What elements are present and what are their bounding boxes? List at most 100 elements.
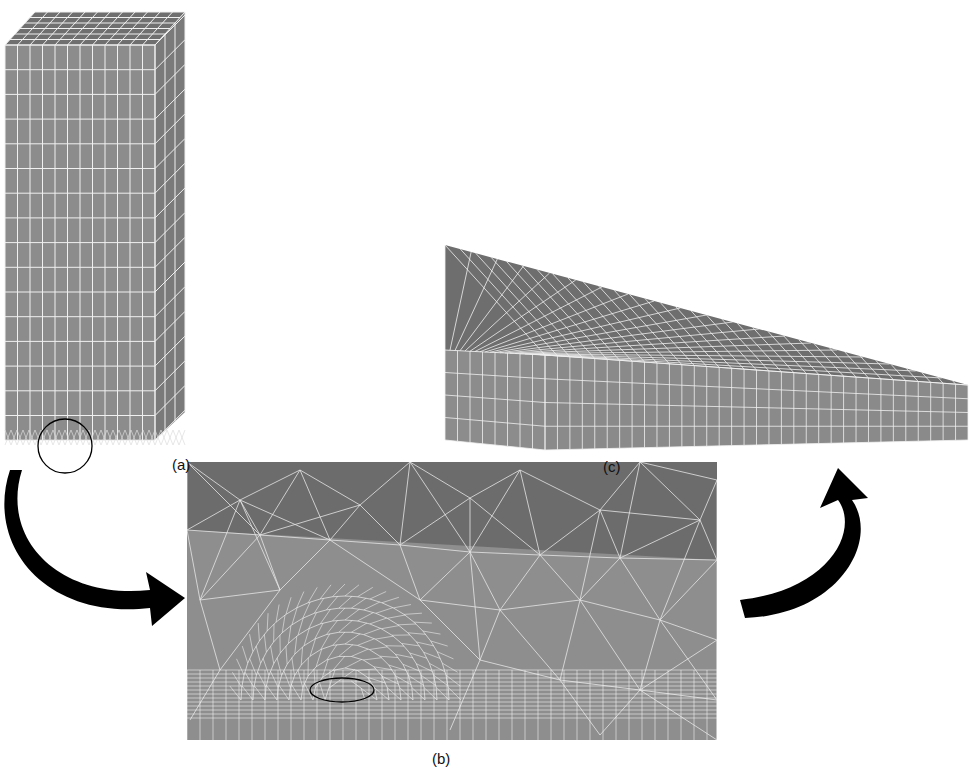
mesh-line xyxy=(200,500,240,600)
mesh-line xyxy=(568,278,644,362)
mesh-line xyxy=(351,623,367,632)
mesh-line xyxy=(278,675,281,687)
mesh-line xyxy=(274,633,283,642)
mesh-line xyxy=(410,462,470,552)
mesh-line xyxy=(375,636,393,639)
detail-ellipse xyxy=(310,678,374,702)
mesh-line xyxy=(187,674,717,675)
mesh-line xyxy=(520,350,837,354)
mesh-line xyxy=(187,530,200,600)
mesh-line xyxy=(155,336,185,366)
mesh-line xyxy=(583,282,657,363)
detail-circle xyxy=(38,419,92,473)
mesh-line xyxy=(421,670,422,740)
curved-arrow xyxy=(740,468,868,618)
mesh-line xyxy=(640,690,717,700)
mesh-line xyxy=(922,373,931,383)
mesh-line xyxy=(300,470,330,540)
mesh-line xyxy=(669,364,670,447)
mesh-line xyxy=(339,680,351,681)
mesh-line xyxy=(445,350,545,355)
mesh-line xyxy=(404,614,414,622)
mesh-line xyxy=(270,671,278,687)
mesh-line xyxy=(375,639,386,646)
mesh-line xyxy=(364,628,381,634)
mesh-line xyxy=(125,430,131,445)
mesh-line xyxy=(11,430,17,445)
mesh-line xyxy=(244,663,248,675)
mesh-line xyxy=(381,629,392,636)
mesh-line xyxy=(380,656,389,665)
mesh-line xyxy=(395,670,396,740)
mesh-line xyxy=(363,658,381,660)
mesh-line xyxy=(369,670,370,740)
mesh-line xyxy=(520,470,600,510)
mesh-line xyxy=(358,587,373,596)
mesh-line xyxy=(167,430,173,445)
mesh-line xyxy=(594,359,595,449)
mesh-line xyxy=(260,470,300,535)
mesh-line xyxy=(473,670,474,740)
mesh-line xyxy=(530,354,890,364)
mesh-line xyxy=(155,311,185,341)
mesh-line xyxy=(393,605,411,608)
mesh-line xyxy=(242,646,247,663)
mesh-line xyxy=(660,560,717,620)
mesh-line xyxy=(300,470,360,505)
mesh-line xyxy=(400,545,470,552)
mesh-line xyxy=(167,430,173,445)
mesh-line xyxy=(258,623,259,641)
mesh-line xyxy=(345,609,359,620)
mesh-line xyxy=(330,540,400,545)
mesh-line xyxy=(450,252,471,350)
mesh-line xyxy=(155,410,185,440)
mesh-line xyxy=(155,163,185,193)
mesh-line xyxy=(35,12,185,13)
mesh-line xyxy=(187,710,717,711)
mesh-line xyxy=(632,361,633,448)
mesh-line xyxy=(30,17,180,18)
mesh-line xyxy=(880,379,881,442)
mesh-line xyxy=(5,193,155,194)
mesh-line xyxy=(470,552,540,555)
mesh-line xyxy=(408,670,409,740)
mesh-line xyxy=(20,28,170,29)
mesh-line xyxy=(603,670,604,740)
mesh-line xyxy=(226,670,227,740)
mesh-line xyxy=(630,294,695,365)
mesh-line xyxy=(369,650,380,657)
mesh-line xyxy=(445,373,545,379)
mesh-line xyxy=(155,361,185,391)
mesh-line xyxy=(845,352,869,378)
mesh-line xyxy=(640,462,717,480)
mesh-line xyxy=(645,299,707,367)
mesh-line xyxy=(351,656,363,660)
mesh-line xyxy=(190,670,220,720)
mesh-line xyxy=(320,585,331,599)
mesh-line xyxy=(369,647,387,650)
mesh-line xyxy=(330,670,331,740)
mesh-line xyxy=(264,634,266,652)
mesh-line xyxy=(5,267,155,268)
mesh-line xyxy=(330,540,420,600)
mesh-line xyxy=(937,377,943,383)
mesh-line xyxy=(520,470,540,555)
mesh-line xyxy=(691,311,744,369)
mesh-line xyxy=(640,640,717,690)
mesh-line xyxy=(943,383,944,440)
mesh-line xyxy=(237,659,244,675)
mesh-line xyxy=(345,585,359,596)
mesh-line xyxy=(660,620,717,700)
mesh-line xyxy=(619,360,620,448)
mesh-line xyxy=(65,430,71,445)
mesh-line xyxy=(783,336,818,375)
mesh-line xyxy=(179,430,185,445)
mesh-line xyxy=(308,667,316,676)
mesh-line xyxy=(53,430,59,445)
mesh-line xyxy=(200,600,220,670)
mesh-line xyxy=(155,430,161,445)
mesh-line xyxy=(137,430,143,445)
mesh-line xyxy=(137,430,143,445)
mesh-line xyxy=(694,366,695,447)
